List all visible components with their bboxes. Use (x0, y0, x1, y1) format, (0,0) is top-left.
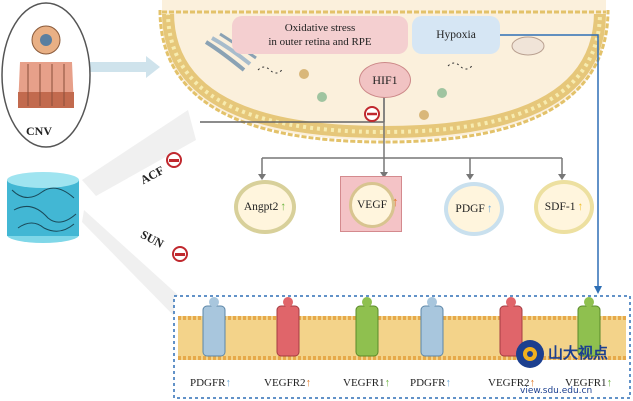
cnv-label: CNV (26, 124, 52, 138)
molecule-icon-4 (437, 88, 447, 98)
eye-illustration (1, 2, 91, 148)
stress-line-2: in outer retina and RPE (268, 36, 372, 48)
mitochondrion-icon (511, 36, 545, 56)
factor-pdgf: PDGF↑ (444, 182, 504, 236)
hydrogel-scaffold (7, 172, 79, 243)
molecule-icon-2 (317, 92, 327, 102)
hypoxia-box: Hypoxia (412, 16, 500, 54)
inhibit-icon-acf (166, 152, 182, 168)
inhibit-icon-sun (172, 246, 188, 262)
hypoxia-label: Hypoxia (436, 29, 476, 41)
watermark-logo-icon (516, 340, 544, 368)
watermark-text: 山大视点 (548, 344, 609, 362)
stress-line-1: Oxidative stress (284, 22, 356, 34)
receptor-label: PDGFR↑ (190, 377, 231, 389)
beam-lower (82, 210, 190, 318)
receptor-label: VEGFR1↑ (343, 377, 391, 389)
oxidative-stress-box: Oxidative stress in outer retina and RPE (232, 16, 408, 54)
up-arrow-icon: ↑ (392, 194, 399, 209)
receptor-label: VEGFR2↑ (264, 377, 312, 389)
branch-lines (261, 96, 563, 176)
up-arrow-icon: ↑ (529, 377, 536, 389)
up-arrow-icon: ↑ (384, 377, 391, 389)
up-arrow-icon: ↑ (305, 377, 312, 389)
receptor-label: VEGFR2↑ (488, 377, 536, 389)
beam-upper (82, 110, 196, 196)
molecule-icon (299, 69, 309, 79)
up-arrow-icon: ↑ (225, 377, 231, 389)
factor-vegf: VEGF (349, 182, 395, 228)
factor-sdf1: SDF-1↑ (534, 180, 594, 234)
up-arrow-icon: ↑ (606, 377, 613, 389)
flow-arrow (82, 56, 160, 78)
up-arrow-icon: ↑ (280, 201, 287, 213)
receptor-label: VEGFR1↑ (565, 377, 613, 389)
up-arrow-icon: ↑ (445, 377, 451, 389)
receptor-shapes (202, 297, 601, 357)
up-arrow-icon: ↑ (577, 201, 584, 213)
watermark-url: view.sdu.edu.cn (520, 386, 593, 396)
molecule-icon-3 (419, 110, 429, 120)
receptor-label: PDGFR↑ (410, 377, 451, 389)
up-arrow-icon: ↑ (486, 203, 493, 215)
factor-angpt2: Angpt2↑ (234, 180, 296, 234)
hypoxia-link (500, 34, 599, 290)
membrane-bilayer (178, 316, 626, 360)
hif1-label: HIF1 (372, 72, 398, 87)
hif1-node: HIF1 (359, 62, 411, 98)
